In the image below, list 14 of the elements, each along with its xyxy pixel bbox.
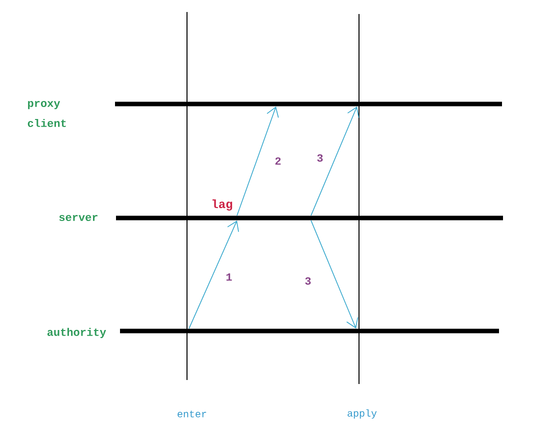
edge-label: 3 [316,153,324,163]
lag-label: lag [212,199,232,211]
edge-label: 1 [224,272,234,282]
timeline-label: apply [348,409,377,419]
arrow [310,106,360,216]
lane-line: proxy client [28,100,502,128]
edge-label: 2 [274,156,282,166]
arrow [236,106,279,216]
lane-line: server [59,214,503,222]
edge-label: 3 [304,276,312,286]
lane-line: authority [47,328,499,338]
arrow [188,220,239,329]
arrow [310,220,358,329]
timeline-label: enter [178,410,206,418]
